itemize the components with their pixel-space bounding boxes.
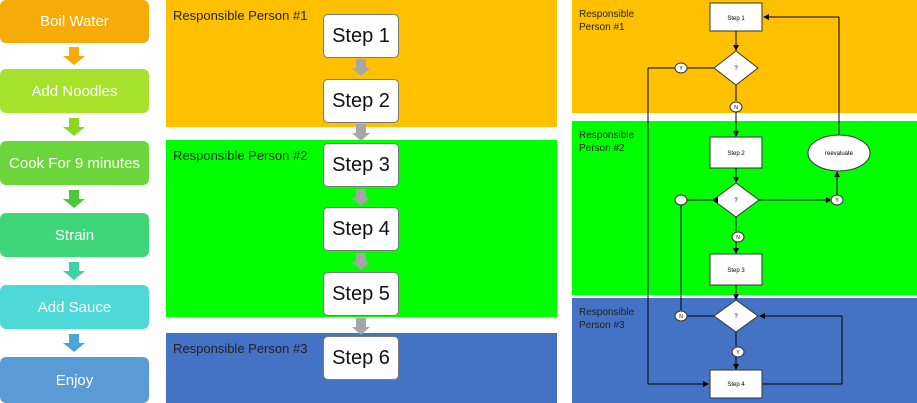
recipe-arrow-1 xyxy=(63,47,85,65)
swimlane-label: Responsible Person #1 xyxy=(173,8,308,23)
flow-decision-2-label: ? xyxy=(734,198,738,204)
connector-5-6 xyxy=(356,318,366,328)
connector-1-2-head xyxy=(352,68,370,76)
recipe-step-enjoy: Enjoy xyxy=(0,357,149,403)
step-6-box: Step 6 xyxy=(323,336,399,380)
connector-2-3-head xyxy=(352,133,370,141)
flowchart-graphics: Step 1 ? Y N Step 2 ? xyxy=(647,2,871,399)
flow-yes-text-1: Y xyxy=(679,66,683,72)
connector-3-4 xyxy=(356,189,366,199)
step-1-box: Step 1 xyxy=(323,14,399,58)
flow-no-text-3: N xyxy=(679,314,683,320)
connector-2-3 xyxy=(356,124,366,134)
flow-step-4-box xyxy=(709,369,763,399)
flowchart-lane-label: Responsible Person #1 xyxy=(579,9,635,33)
flow-yes-text-2: Y xyxy=(835,198,839,204)
swimlane-label: Responsible Person #3 xyxy=(173,341,308,356)
recipe-step-strain: Strain xyxy=(0,213,149,257)
step-3-box: Step 3 xyxy=(323,143,399,187)
connector-4-5 xyxy=(356,253,366,263)
flow-no-label-3 xyxy=(674,310,688,322)
flowchart-lane-label: Responsible Person #2 xyxy=(579,130,635,154)
flow-connector-left xyxy=(674,194,688,206)
flow-no-label-2 xyxy=(731,231,745,243)
flow-yes-text-3: Y xyxy=(736,350,740,356)
flow-decision-1-label: ? xyxy=(734,66,738,72)
flow-step-2-label: Step 2 xyxy=(727,151,745,157)
flow-reevaluate-label: reevaluate xyxy=(825,151,854,157)
flow-yes-label-3 xyxy=(731,346,745,358)
flowchart-lane-label: Responsible Person #3 xyxy=(579,307,635,331)
flow-step-1-label: Step 1 xyxy=(727,16,745,22)
flow-decision-3-label: ? xyxy=(734,314,738,320)
step-2-box: Step 2 xyxy=(323,79,399,123)
flow-no-text-1: N xyxy=(734,105,738,111)
step-5-box: Step 5 xyxy=(323,272,399,316)
connector-4-5-head xyxy=(352,262,370,270)
recipe-arrow-2 xyxy=(63,118,85,136)
recipe-step-add-sauce: Add Sauce xyxy=(0,285,149,329)
connector-1-2 xyxy=(356,59,366,69)
recipe-step-add-noodles: Add Noodles xyxy=(0,69,149,113)
flow-step-3-box xyxy=(709,253,763,286)
flow-no-text-2: N xyxy=(736,235,740,241)
recipe-arrow-3 xyxy=(63,190,85,208)
step-4-box: Step 4 xyxy=(323,207,399,251)
recipe-arrow-4 xyxy=(63,262,85,280)
recipe-step-boil-water: Boil Water xyxy=(0,0,149,43)
swimlane-label: Responsible Person #2 xyxy=(173,148,308,163)
flow-step-4-label: Step 4 xyxy=(727,382,745,388)
recipe-arrow-5 xyxy=(63,334,85,352)
connector-3-4-head xyxy=(352,198,370,206)
flow-step-2-box xyxy=(709,136,763,169)
recipe-arrows xyxy=(63,47,85,352)
recipe-step-cook: Cook For 9 minutes xyxy=(0,141,149,185)
flow-step-3-label: Step 3 xyxy=(727,268,745,274)
connector-5-6-head xyxy=(352,327,370,335)
